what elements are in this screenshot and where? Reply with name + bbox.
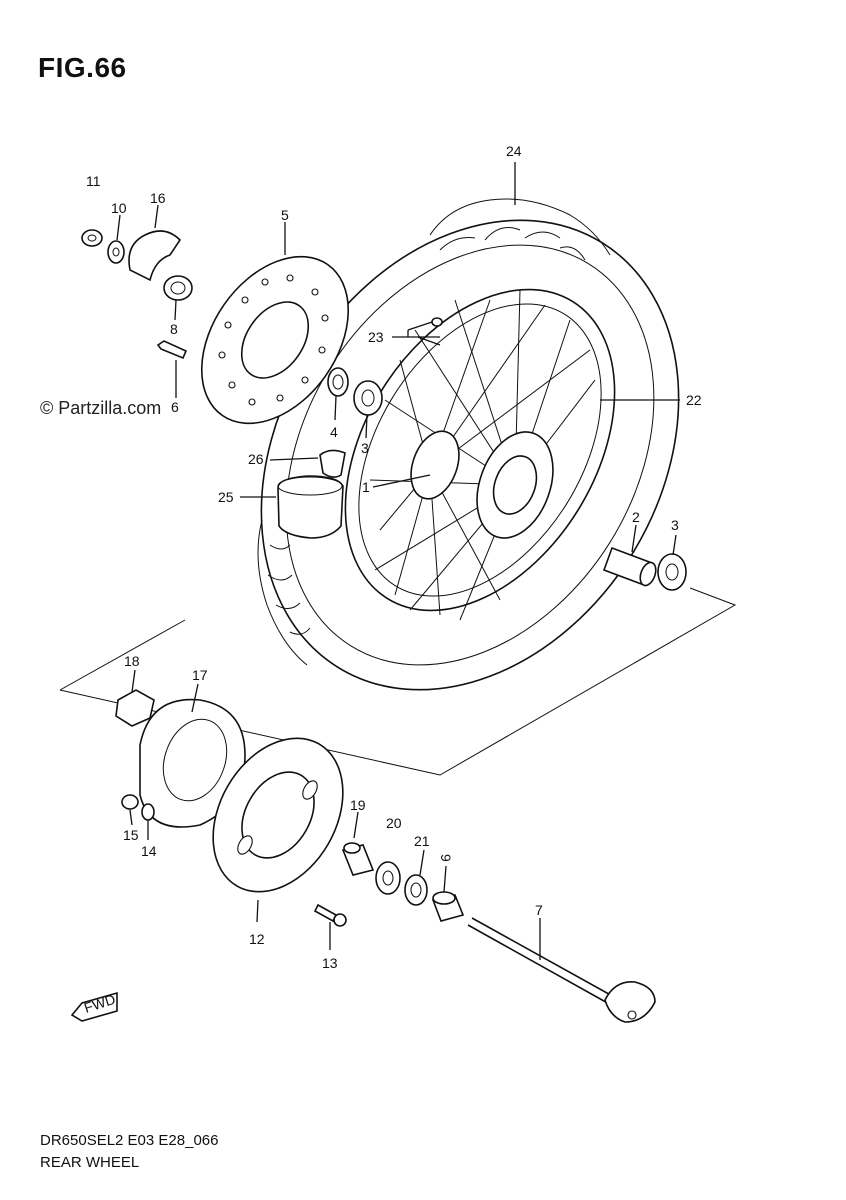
callout-15: 15 bbox=[123, 827, 139, 843]
washer-10[interactable] bbox=[107, 240, 125, 264]
footer: DR650SEL2 E03 E28_066 REAR WHEEL bbox=[40, 1130, 218, 1174]
callout-11: 11 bbox=[86, 173, 101, 189]
leader-lines bbox=[116, 162, 680, 960]
rim-band-26[interactable] bbox=[319, 449, 346, 478]
spacer-9[interactable] bbox=[431, 891, 465, 922]
callout-13: 13 bbox=[322, 955, 338, 971]
callout-2: 2 bbox=[632, 509, 640, 525]
seal-21[interactable] bbox=[404, 874, 428, 906]
brake-disc[interactable] bbox=[171, 229, 378, 451]
callout-4: 4 bbox=[330, 424, 338, 440]
bearing-20[interactable] bbox=[375, 861, 401, 895]
fwd-arrow-icon: FWD bbox=[70, 991, 118, 1022]
nut-15[interactable] bbox=[121, 794, 139, 810]
callout-1: 1 bbox=[362, 479, 370, 495]
dust-seal-4[interactable] bbox=[327, 367, 349, 397]
callout-3a: 3 bbox=[361, 440, 369, 456]
figure-title: FIG.66 bbox=[38, 52, 127, 83]
tube-25[interactable] bbox=[277, 475, 344, 539]
axle-7[interactable] bbox=[467, 917, 656, 1023]
bearing-3-left[interactable] bbox=[353, 380, 383, 416]
bolt-6[interactable] bbox=[156, 340, 188, 360]
nut-11[interactable] bbox=[81, 229, 103, 247]
callout-17: 17 bbox=[192, 667, 208, 683]
section-name: REAR WHEEL bbox=[40, 1154, 140, 1171]
assembly-outline bbox=[59, 619, 186, 691]
stopper-16[interactable] bbox=[128, 230, 182, 282]
sprocket-drum-17[interactable] bbox=[139, 698, 246, 828]
model-code: DR650SEL2 E03 E28_066 bbox=[40, 1132, 219, 1149]
callout-21: 21 bbox=[414, 833, 430, 849]
callout-24: 24 bbox=[506, 143, 522, 159]
callout-3b: 3 bbox=[671, 517, 679, 533]
callout-5: 5 bbox=[281, 207, 289, 223]
callout-22: 22 bbox=[686, 392, 702, 408]
callout-14: 14 bbox=[141, 843, 157, 859]
callout-9-label: 9 bbox=[438, 854, 454, 862]
spacer-8[interactable] bbox=[163, 275, 193, 301]
callout-25: 25 bbox=[218, 489, 234, 505]
spacer-19[interactable] bbox=[341, 842, 375, 876]
bolt-13[interactable] bbox=[313, 903, 347, 927]
callout-6: 6 bbox=[171, 399, 179, 415]
callout-16: 16 bbox=[150, 190, 166, 206]
hub[interactable] bbox=[402, 421, 566, 548]
callout-8: 8 bbox=[170, 321, 178, 337]
callout-18: 18 bbox=[124, 653, 140, 669]
callout-23: 23 bbox=[368, 329, 384, 345]
spacer-2[interactable] bbox=[602, 546, 659, 588]
callout-19: 19 bbox=[350, 797, 366, 813]
bearing-3-right[interactable] bbox=[657, 553, 687, 591]
valve-nut-23[interactable] bbox=[431, 317, 443, 327]
callout-26: 26 bbox=[248, 451, 264, 467]
callout-10: 10 bbox=[111, 200, 127, 216]
callout-labels: 24 11 10 16 5 8 23 22 6 4 3 26 1 25 2 3 … bbox=[86, 143, 702, 971]
washer-14[interactable] bbox=[141, 803, 155, 821]
rear-sprocket-12[interactable] bbox=[187, 715, 369, 915]
callout-7: 7 bbox=[535, 902, 543, 918]
callout-12: 12 bbox=[249, 931, 265, 947]
watermark-text: © Partzilla.com bbox=[40, 398, 162, 418]
callout-20: 20 bbox=[386, 815, 402, 831]
